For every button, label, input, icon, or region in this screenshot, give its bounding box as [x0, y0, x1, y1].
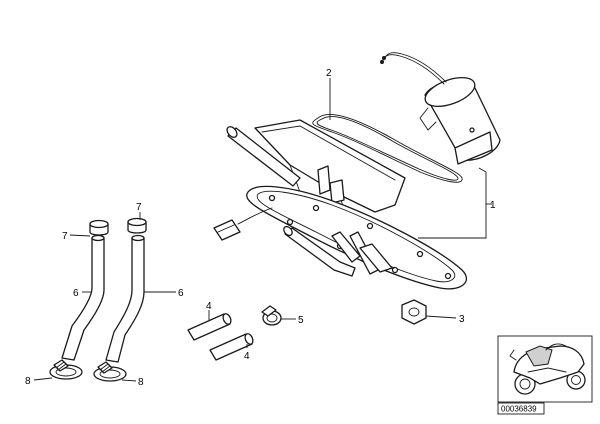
- reference-number: 00036839: [501, 405, 537, 414]
- callout-5: 5: [298, 315, 304, 326]
- hose-right: [105, 234, 145, 363]
- callout-8-right: 8: [138, 377, 144, 388]
- callout-6-left: 6: [73, 288, 79, 299]
- hose-clip-right: [127, 217, 147, 234]
- callout-4-lower: 4: [244, 351, 250, 362]
- fuel-pump: [380, 52, 501, 165]
- reference-label: 00036839: [497, 402, 545, 415]
- hose-clamp-left: [49, 359, 83, 380]
- hose-left: [61, 234, 105, 361]
- outlet-pipes: [283, 225, 393, 277]
- callout-labels: 1 2 3 4 4 5 6 6 7 7 8 8: [25, 68, 496, 388]
- spring-clamp: [261, 305, 282, 326]
- callout-7-left: 7: [62, 231, 68, 242]
- callout-4-upper: 4: [206, 301, 212, 312]
- callout-1: 1: [490, 200, 496, 211]
- hex-nut: [401, 299, 427, 325]
- gasket-ring: [312, 114, 463, 183]
- pump-bracket: [254, 119, 406, 216]
- callout-8-left: 8: [25, 376, 31, 387]
- short-hose-upper: [187, 313, 232, 341]
- intake-pipe: [226, 126, 301, 187]
- hose-clip-left: [89, 219, 109, 236]
- callout-7-right: 7: [136, 202, 142, 213]
- callout-2: 2: [326, 68, 332, 79]
- motorcycle-inset: [497, 335, 593, 403]
- leader-lines: [33, 78, 492, 382]
- short-hose-lower: [209, 333, 254, 361]
- hose-clamp-right: [93, 361, 127, 382]
- callout-3: 3: [459, 314, 465, 325]
- callout-6-right: 6: [178, 288, 184, 299]
- electrical-connector: [213, 207, 273, 241]
